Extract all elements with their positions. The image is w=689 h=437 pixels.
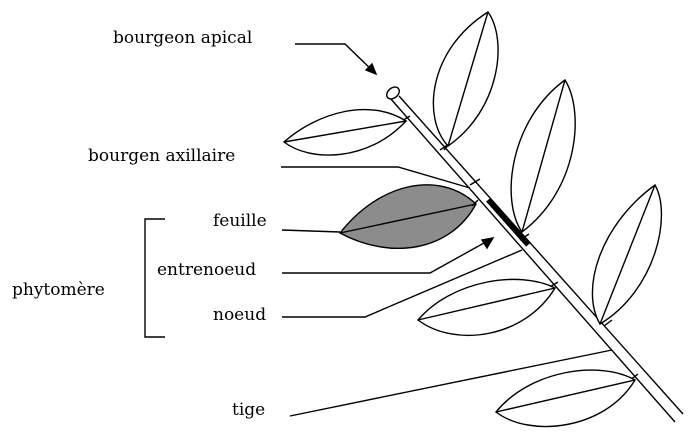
leaf-upper-right-1 — [433, 12, 498, 150]
label-tige: tige — [232, 402, 265, 419]
leaf-mid-right — [592, 185, 661, 324]
leaf-upper-left — [284, 110, 406, 156]
leaf-highlighted — [340, 185, 478, 249]
label-noeud: noeud — [213, 307, 266, 324]
label-entrenoeud: entrenoeud — [157, 262, 256, 279]
leader-bourgen-axillaire — [281, 167, 470, 188]
label-phytomere: phytomère — [12, 282, 105, 299]
leader-bourgeon-apical — [295, 44, 376, 74]
leaf-mid-left — [418, 279, 555, 335]
leaf-upper-right-2 — [511, 80, 575, 232]
label-bourgen-axillaire: bourgen axillaire — [88, 148, 235, 165]
apical-bud — [384, 85, 401, 102]
label-feuille: feuille — [213, 213, 267, 230]
leaf-lower-left — [496, 370, 635, 426]
leader-feuille — [282, 230, 340, 232]
label-bourgeon-apical: bourgeon apical — [113, 30, 252, 47]
arrow-entrenoeud — [482, 238, 493, 248]
